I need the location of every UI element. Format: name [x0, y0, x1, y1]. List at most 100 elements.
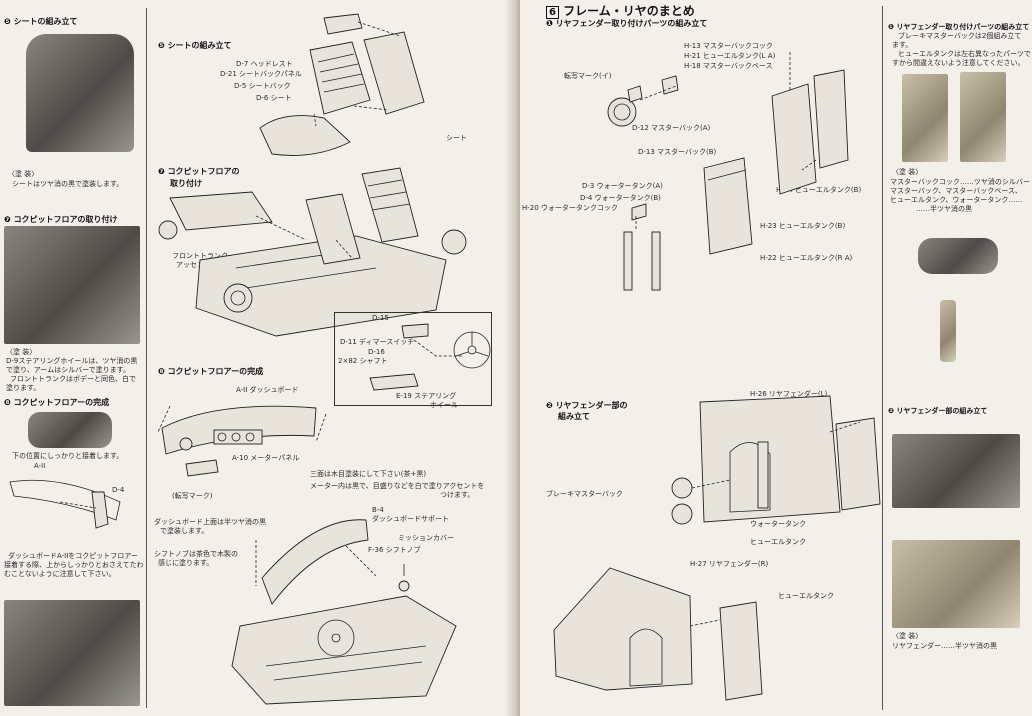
cockpit-photo [4, 226, 140, 344]
inset-label-d16: D-16 [368, 348, 385, 356]
step5-label-headrest: D-7 ヘッドレスト [236, 60, 293, 68]
sidebar-paint-line-4: ……半ツヤ消の黒 [916, 205, 972, 213]
master-back-photo [918, 238, 998, 274]
fender-r-label: H-27 リヤフェンダー(R) [690, 560, 769, 568]
fender-l-label: H-26 リヤフェンダー(L) [750, 390, 828, 398]
sidebar-paint-note-2: リヤフェンダー……半ツヤ消の黒 [892, 642, 997, 650]
sidebar-note1-line-4: すから間違えないよう注意してください。 [892, 59, 1025, 67]
sidebar-paint-head: 〈塗 装〉 [892, 168, 923, 176]
water-label-a: D-3 ウォータータンク(A) [582, 182, 663, 190]
sidebar-paint-head-2: 〈塗 装〉 [892, 632, 923, 640]
tank-22-label: H-22 ヒューエルタンク(R A) [760, 254, 853, 262]
column-divider-right [882, 6, 883, 710]
rear-fender-left-diagram [671, 395, 881, 525]
fuel-tank-r-label: ヒューエルタンク [778, 592, 834, 600]
step2-title-line-1: ❷ リヤフェンダー部の [546, 401, 628, 410]
seat-note: シートはツヤ消の黒で塗装します。 [12, 180, 124, 188]
step5-label-seatback: D-5 シートバック [234, 82, 291, 90]
fender-photo-right [892, 540, 1020, 628]
water-tank-photo [940, 300, 956, 362]
steering-diagram [369, 323, 491, 391]
step5-label-seat: D-6 シート [256, 94, 292, 102]
seat-note-head: 〈塗 装〉 [8, 170, 39, 178]
step8-meter-label: A-10 メーターパネル [232, 454, 300, 462]
tank-b-label: H-24 ヒューエルタンク(B) [776, 186, 862, 194]
floor-photo [4, 600, 140, 706]
left-page: ❺ シートの組み立て 〈塗 装〉 シートはツヤ消の黒で塗装します。 ❼ コクピッ… [0, 0, 512, 716]
seat-exploded-diagram [259, 13, 425, 156]
step8-title: ❽ コクピットフロアーの完成 [158, 367, 264, 376]
finish-note2-line-1: ダッシュボードA-IIをコクピットフロアー [8, 552, 138, 560]
step8-dash-label: A-II ダッシュボード [236, 386, 299, 394]
section-header: 6 フレーム・リヤのまとめ [546, 2, 695, 19]
step8-mission-label: ミッションカバー [398, 534, 454, 542]
step8-note-4-line-1: シフトノブは茶色で木製の [154, 550, 238, 558]
cockpit-note-line-3: フロントトランクはボデーと同色、白で [10, 375, 136, 383]
step1-top-label-2: H-21 ヒューエルタンク(L A) [684, 52, 776, 60]
inset-label-wheel: ホイール [430, 401, 458, 409]
cockpit-photo-title: ❼ コクピットフロアの取り付け [4, 215, 118, 224]
cockpit-note-line-2: で塗り、アームはシルバーで塗ります。 [6, 366, 130, 374]
sidebar-paint-line-2: マスターバック、マスターバックベース、 [890, 187, 1022, 195]
sidebar-paint-line-1: マスターバックコック……ツヤ消のシルバー [890, 178, 1030, 186]
step8-note-3-line-2: で塗装します。 [160, 527, 209, 535]
step2-title-line-2: 組み立て [558, 412, 590, 421]
step7-trunk-label-1: フロントトランク [172, 252, 228, 260]
step8-note-2-line-2: つけます。 [440, 491, 475, 499]
cockpit-note-line-1: D-9ステアリングホイールは、ツヤ消の黒 [6, 357, 138, 365]
dashboard-diagram [157, 405, 327, 477]
step7-trunk-label-2: アッセンブリ [176, 261, 218, 269]
step1-title: ❶ リヤフェンダー取り付けパーツの組み立て [546, 19, 708, 28]
finish-diagram [9, 479, 121, 529]
water-cock-label: H-20 ウォータータンクコック [522, 204, 618, 212]
fender-photo-left [892, 434, 1020, 508]
step8-note-2-line-1: メーター内は黒で、目盛りなどを白で塗りアクセントを [310, 482, 485, 490]
master-b-label: D-13 マスターバック(B) [638, 148, 717, 156]
step5-title: ❺ シートの組み立て [158, 41, 232, 50]
column-divider [146, 8, 147, 708]
brake-label: ブレーキマスターバック [546, 490, 623, 498]
seat-photo [26, 34, 134, 152]
cockpit-floor-diagram [158, 167, 467, 337]
cockpit-complete-diagram [231, 519, 457, 705]
rear-fender-right-diagram [553, 567, 763, 701]
sidebar-note1-line-3: ヒューエルタンクは左右異なったパーツで [898, 50, 1031, 58]
rear-parts-diagram [607, 52, 849, 291]
right-page: 6 フレーム・リヤのまとめ ❶ リヤフェンダー取り付けパーツの組み立て 転写マー… [520, 0, 1032, 716]
step8-knob-label: F-36 シフトノブ [368, 546, 421, 554]
cockpit-note-line-4: 塗ります。 [6, 384, 41, 392]
step8-support-label-1: B-4 [372, 506, 384, 514]
step5-label-backpanel: D-21 シートバックパネル [220, 70, 302, 78]
finish-label-a: A-II [34, 462, 46, 470]
seat-photo-title: ❺ シートの組み立て [4, 17, 78, 26]
step7-seat-label: シート [446, 134, 467, 142]
master-a-label: D-12 マスターバック(A) [632, 124, 711, 132]
finish-note: 下の位置にしっかりと接着します。 [12, 452, 124, 460]
fuel-tank-label: ヒューエルタンク [750, 538, 806, 546]
fuel-tank-photo-right [960, 72, 1006, 162]
steering-inset-box [334, 312, 492, 406]
step8-note-1: 三面は木目塗装にして下さい(茶+黒) [310, 470, 427, 478]
step8-support-label-2: ダッシュボードサポート [372, 515, 449, 523]
inset-label-d11: D-11 ディマースイッチ [340, 338, 415, 346]
sidebar-paint-line-3: ヒューエルタンク、ウォータータンク…… [890, 196, 1023, 204]
cockpit-note-head: 〈塗 装〉 [6, 348, 37, 356]
fuel-tank-photo-left [902, 74, 948, 162]
step8-note-3-line-1: ダッシュボード上面は半ツヤ消の黒 [154, 518, 266, 526]
section-number: 6 [546, 6, 559, 19]
inset-label-d15: D-15 [372, 314, 389, 322]
step1-top-label-1: H-13 マスターバックコック [684, 42, 773, 50]
inset-label-shaft: 2×82 シャフト [338, 357, 388, 365]
water-tank-label: ウォータータンク [750, 520, 806, 528]
sidebar-head-2: ❷ リヤフェンダー部の組み立て [888, 407, 988, 415]
decal-label: 転写マーク(イ) [564, 72, 612, 80]
inset-label-e19: E-19 ステアリング [396, 392, 457, 400]
tank-23-label: H-23 ヒューエルタンク(B) [760, 222, 846, 230]
section-title: フレーム・リヤのまとめ [563, 4, 695, 18]
sidebar-note1-line-2: ます。 [892, 41, 913, 49]
step7-title-line-2: 取り付け [170, 179, 202, 188]
dashboard-photo [28, 412, 112, 448]
water-label-b: D-4 ウォータータンク(B) [580, 194, 661, 202]
finish-note2-line-2: 接着する際、上からしっかりとおさえてたわ [4, 561, 144, 569]
sidebar-note1-line-1: ブレーキマスターバックは2個組み立て [898, 32, 1022, 40]
